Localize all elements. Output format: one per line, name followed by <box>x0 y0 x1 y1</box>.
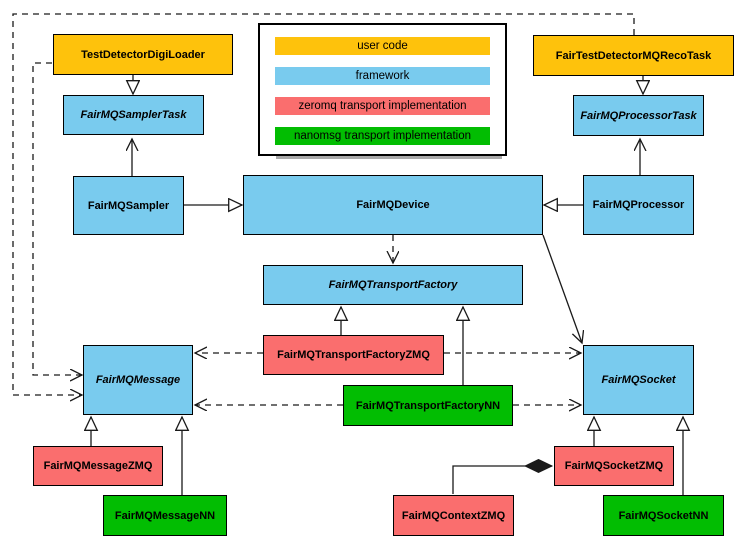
class-label-fairmq-device: FairMQDevice <box>356 199 430 211</box>
legend-label-zeromq: zeromq transport implementation <box>298 100 467 112</box>
class-box-fairmq-context-zmq: FairMQContextZMQ <box>393 495 514 536</box>
class-label-fairmq-message: FairMQMessage <box>95 374 181 386</box>
class-label-fairmq-socket-nn: FairMQSocketNN <box>618 509 709 522</box>
class-label-fairmq-processor: FairMQProcessor <box>592 199 685 211</box>
class-label-fairmq-processor-task: FairMQProcessorTask <box>580 109 697 122</box>
legend-swatch-framework: framework <box>275 67 490 85</box>
class-label-fairmq-socket: FairMQSocket <box>601 374 676 386</box>
class-box-fairmq-processor-task: FairMQProcessorTask <box>573 95 704 136</box>
class-label-fairmq-socket-zmq: FairMQSocketZMQ <box>564 460 664 472</box>
class-label-fair-test-detector-mq-reco-task: FairTestDetectorMQRecoTask <box>555 49 712 62</box>
class-box-fairmq-message-nn: FairMQMessageNN <box>103 495 227 536</box>
class-box-test-detector-digi-loader: TestDetectorDigiLoader <box>53 34 233 75</box>
class-label-fairmq-transport-factory: FairMQTransportFactory <box>328 279 458 291</box>
class-label-fairmq-sampler: FairMQSampler <box>87 199 170 212</box>
legend-label-nanomsg: nanomsg transport implementation <box>293 130 472 142</box>
class-label-fairmq-message-nn: FairMQMessageNN <box>114 509 216 522</box>
edge-fairmq-context-zmq-to-fairmq-socket-zmq <box>452 466 552 494</box>
class-box-fairmq-socket-nn: FairMQSocketNN <box>603 495 724 536</box>
class-box-fairmq-socket: FairMQSocket <box>583 345 694 415</box>
class-box-fairmq-sampler-task: FairMQSamplerTask <box>63 95 204 135</box>
legend-label-framework: framework <box>355 70 410 82</box>
legend-swatch-nanomsg: nanomsg transport implementation <box>275 127 490 145</box>
edge-fairmq-device-to-fairmq-socket <box>542 234 582 343</box>
class-box-fairmq-device: FairMQDevice <box>243 175 543 235</box>
class-box-fair-test-detector-mq-reco-task: FairTestDetectorMQRecoTask <box>533 35 734 76</box>
class-box-fairmq-transport-factory-zmq: FairMQTransportFactoryZMQ <box>263 335 444 375</box>
legend-label-user-code: user code <box>357 40 408 52</box>
legend-swatch-zeromq: zeromq transport implementation <box>275 97 490 115</box>
class-box-fairmq-sampler: FairMQSampler <box>73 176 184 235</box>
legend: user code framework zeromq transport imp… <box>258 23 507 156</box>
legend-swatch-user-code: user code <box>275 37 490 55</box>
class-box-fairmq-transport-factory: FairMQTransportFactory <box>263 265 523 305</box>
class-label-fairmq-message-zmq: FairMQMessageZMQ <box>43 460 153 472</box>
legend-shadow <box>276 156 502 159</box>
class-box-fairmq-socket-zmq: FairMQSocketZMQ <box>554 446 674 486</box>
class-box-fairmq-transport-factory-nn: FairMQTransportFactoryNN <box>343 385 513 426</box>
class-label-fairmq-transport-factory-zmq: FairMQTransportFactoryZMQ <box>277 349 430 361</box>
class-label-fairmq-sampler-task: FairMQSamplerTask <box>80 109 187 121</box>
class-box-fairmq-message: FairMQMessage <box>83 345 193 415</box>
class-label-test-detector-digi-loader: TestDetectorDigiLoader <box>81 48 205 61</box>
class-box-fairmq-message-zmq: FairMQMessageZMQ <box>33 446 163 486</box>
class-box-fairmq-processor: FairMQProcessor <box>583 175 694 235</box>
class-label-fairmq-context-zmq: FairMQContextZMQ <box>401 509 506 522</box>
class-label-fairmq-transport-factory-nn: FairMQTransportFactoryNN <box>355 399 501 412</box>
